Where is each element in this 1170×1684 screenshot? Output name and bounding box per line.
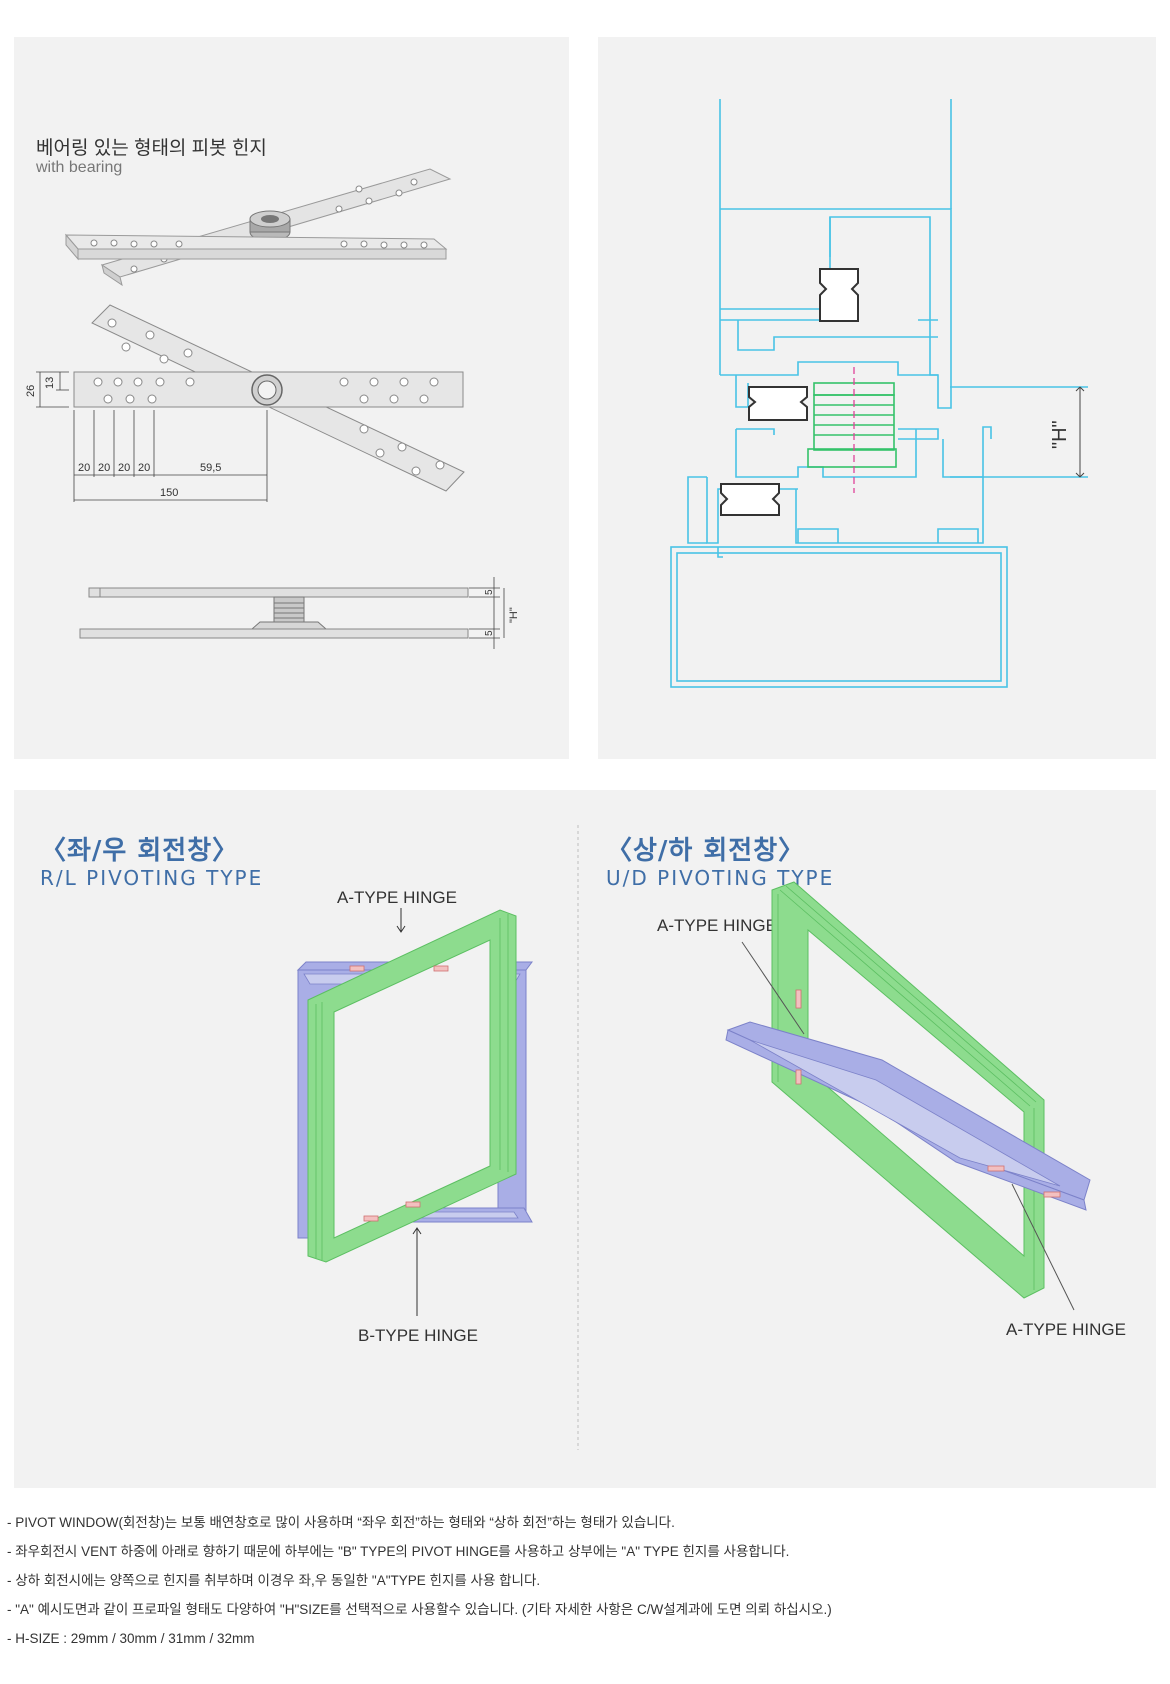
dim-spacing-3: 20 [118,462,130,474]
ud-bottom-hinge-label: A-TYPE HINGE [1006,1320,1126,1339]
hinge-3d-illustration [64,168,452,287]
hinge-panel: 베어링 있는 형태의 피봇 힌지 with bearing [14,37,569,759]
note-item: - PIVOT WINDOW(회전창)는 보통 배연창호로 많이 사용하며 “좌… [7,1515,675,1530]
dim-spacing-1: 20 [78,462,90,474]
note-item: - H-SIZE : 29mm / 30mm / 31mm / 32mm [7,1631,255,1646]
rl-title-ko: 〈좌/우 회전창〉 [40,836,240,866]
ud-window-illustration [725,881,1091,1311]
notes-list: - PIVOT WINDOW(회전창)는 보통 배연창호로 많이 사용하며 “좌… [7,1508,1163,1653]
hinge-side-view [79,587,469,639]
hinge-title-en: with bearing [36,159,123,176]
hinge-dimensions [36,371,505,649]
rl-top-hinge-label: A-TYPE HINGE [337,888,457,907]
section-drawing: "H" [670,99,1088,688]
pivot-types-drawing [296,825,1091,1450]
note-item: - 좌우회전시 VENT 하중에 아래로 향하기 때문에 하부에는 "B" TY… [7,1544,790,1559]
note-item: - "A" 예시도면과 같이 프로파일 형태도 다양하여 "H"SIZE를 선택… [7,1602,832,1617]
h-dimension [1075,386,1085,478]
dim-height-26: 26 [25,385,37,397]
pivot-types-panel: 〈좌/우 회전창〉 R/L PIVOTING TYPE 〈상/하 회전창〉 U/… [14,790,1156,1488]
ud-top-hinge-label: A-TYPE HINGE [657,916,777,935]
hinge-bearing [807,382,897,468]
hinge-title-ko: 베어링 있는 형태의 피봇 힌지 [36,138,267,159]
hinge-drawing: 26 13 20 20 20 20 59,5 150 5 5 "H" [25,168,520,649]
dim-spacing-5: 59,5 [200,462,221,474]
rl-window-illustration [296,908,533,1316]
dim-spacing-2: 20 [98,462,110,474]
dim-h-label: "H" [508,607,520,623]
gasket-parts [720,268,859,516]
section-h-label: "H" [1049,420,1071,449]
dim-total: 150 [160,487,178,499]
note-item: - 상하 회전시에는 양쪽으로 힌지를 취부하며 이경우 좌,우 동일한 "A"… [7,1573,541,1588]
dim-height-13: 13 [44,377,56,389]
ud-title-ko: 〈상/하 회전창〉 [606,836,806,866]
dim-thick-bottom: 5 [484,630,495,636]
rl-bottom-hinge-label: B-TYPE HINGE [358,1326,478,1345]
section-panel: "H" [598,37,1156,759]
dim-thick-top: 5 [484,589,495,595]
dim-spacing-4: 20 [138,462,150,474]
rl-title-en: R/L PIVOTING TYPE [40,866,264,890]
hinge-plan-view [73,304,465,492]
profile-section [670,99,1088,688]
